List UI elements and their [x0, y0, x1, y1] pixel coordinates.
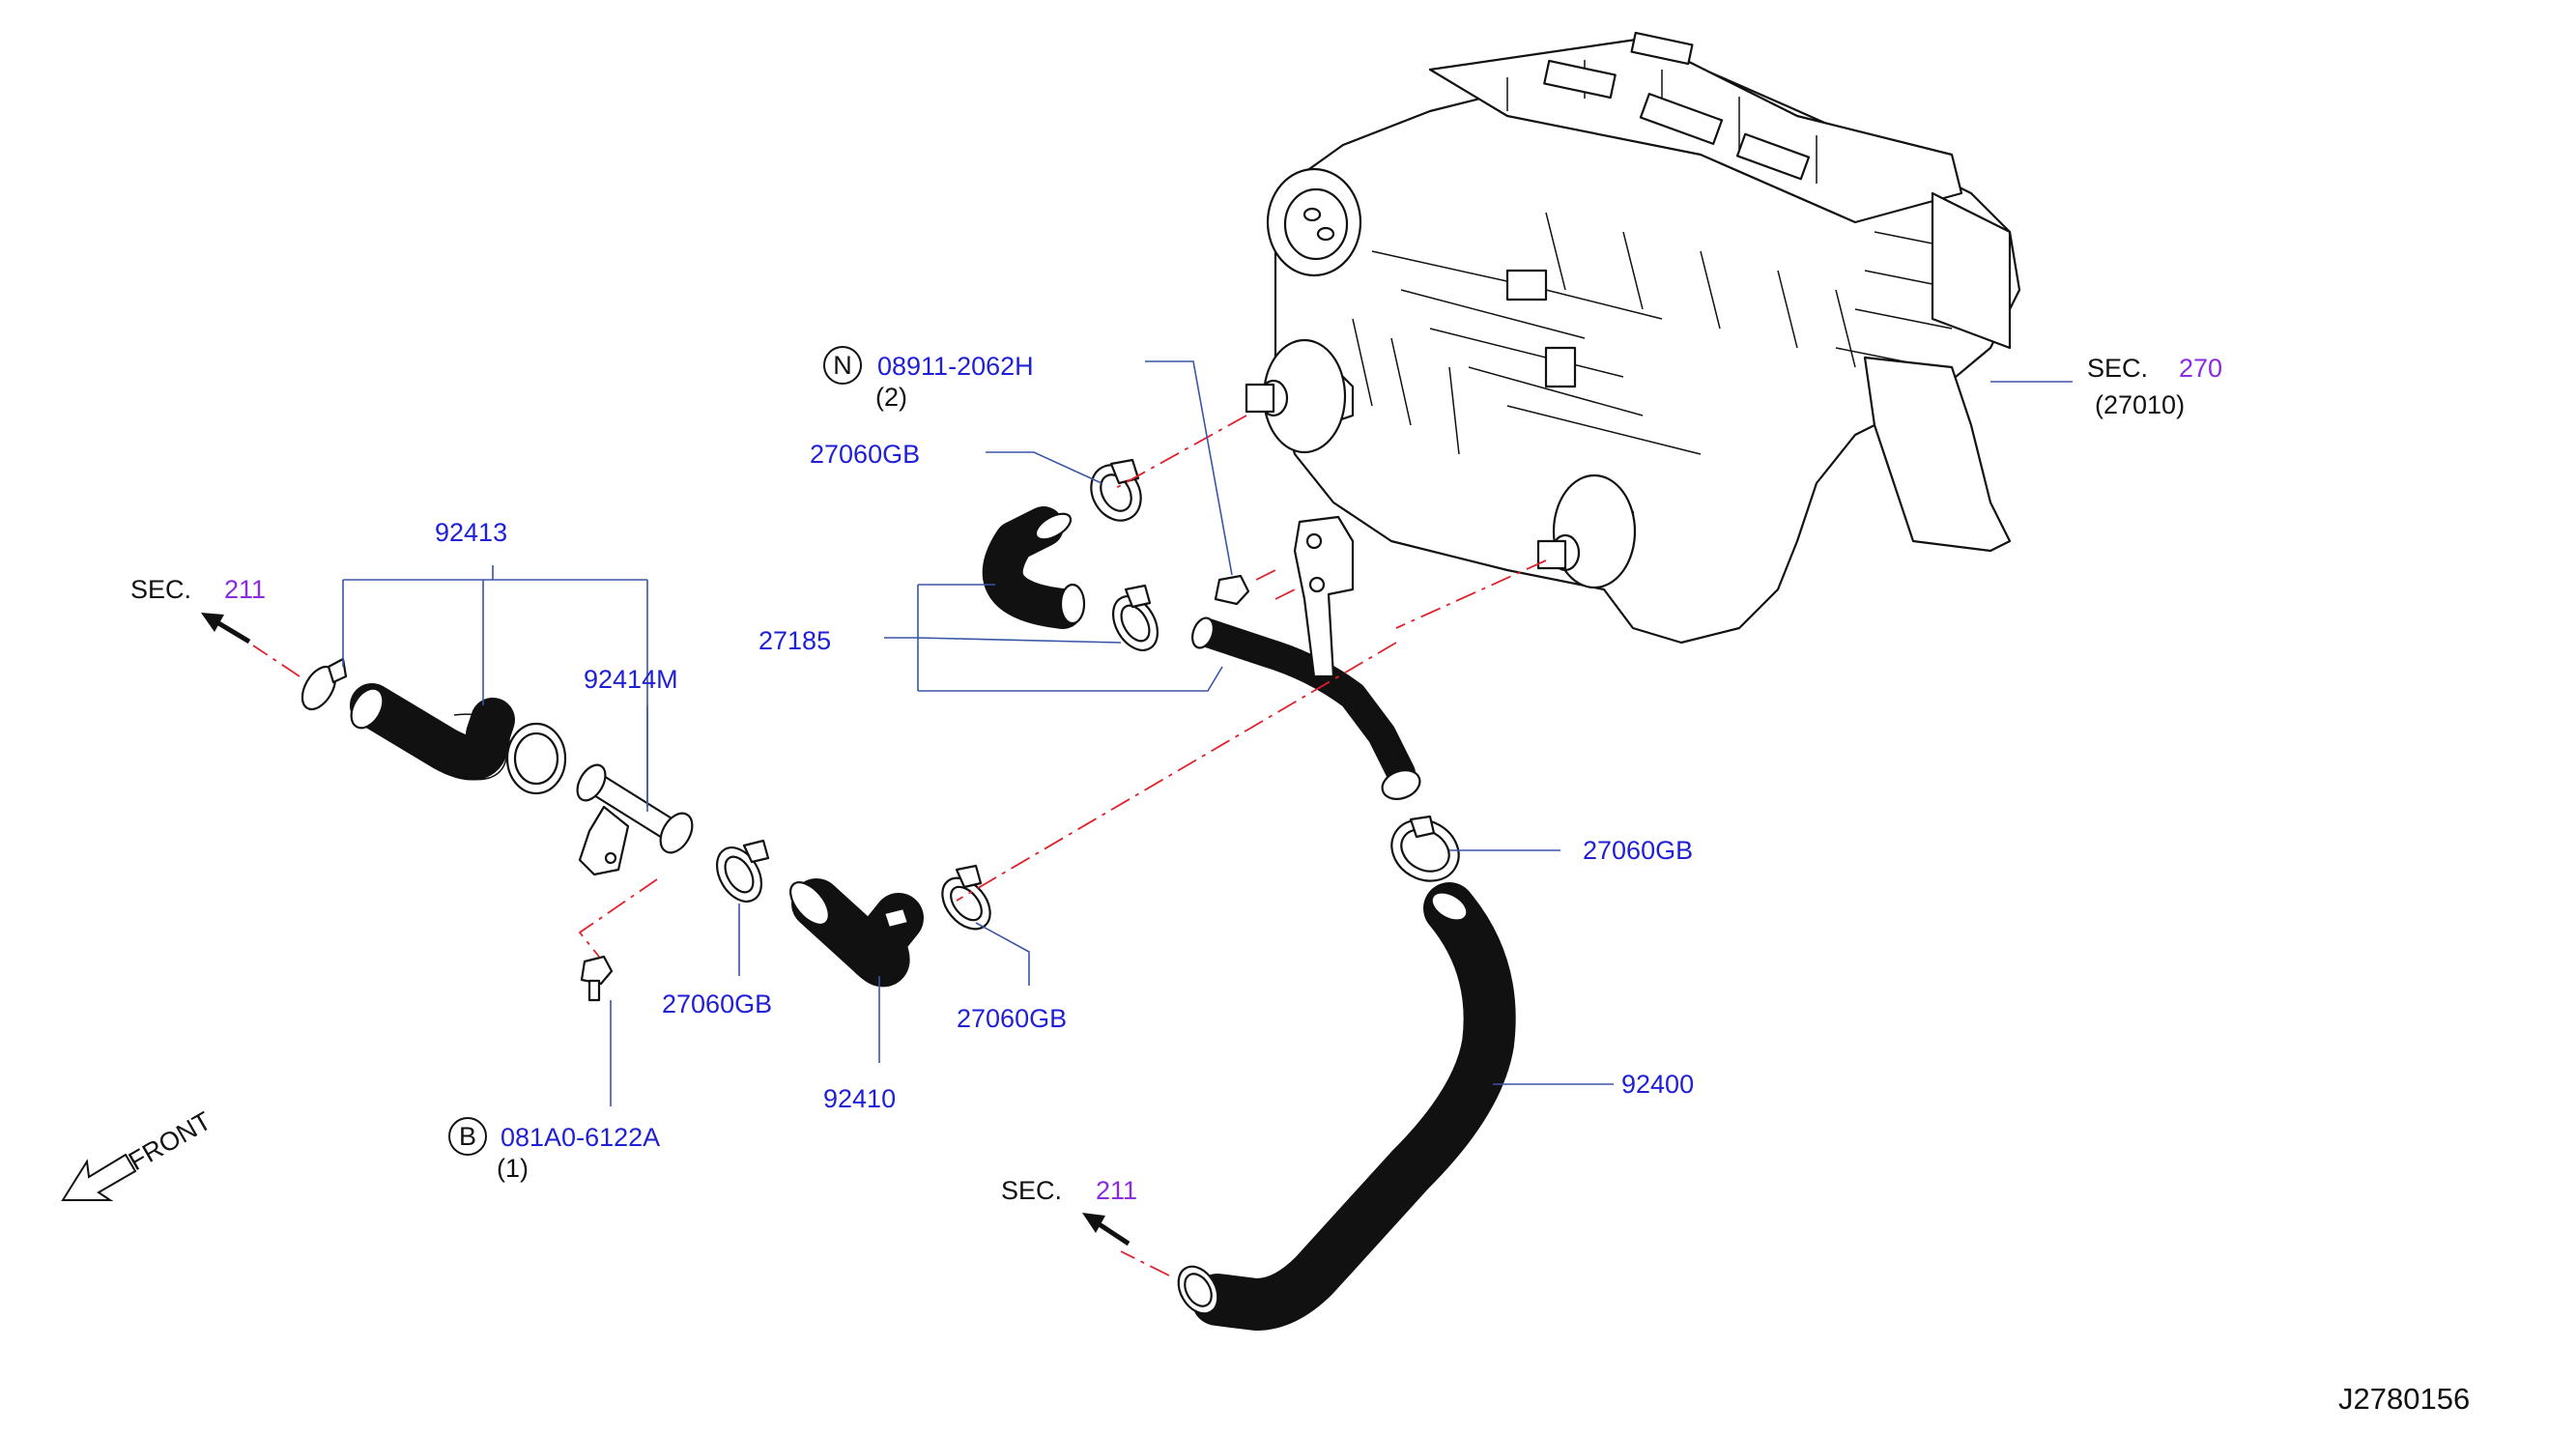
- sec-number-bottom[interactable]: 211: [1096, 1176, 1137, 1205]
- clamp-27060gb-right: [1390, 815, 1460, 882]
- hose-27185: [982, 506, 1086, 629]
- heater-unit-drawing: [1245, 31, 2021, 645]
- label-27060gb-mid[interactable]: 27060GB: [957, 1004, 1067, 1033]
- pipe-92414m: [576, 763, 694, 876]
- grommet-08911: [1214, 574, 1250, 606]
- sec-arrow-bottom: [1082, 1213, 1131, 1247]
- heater-pipe: [1191, 515, 1421, 800]
- label-92410[interactable]: 92410: [823, 1084, 896, 1113]
- clamp-27060gb-mid: [941, 864, 991, 931]
- clamp-27060gb-top: [1090, 458, 1142, 522]
- b-symbol: B: [459, 1122, 476, 1151]
- diagram-id: J2780156: [2338, 1382, 2470, 1416]
- sec-label-bottom: SEC.: [1001, 1176, 1062, 1205]
- sec-sub-right: (27010): [2095, 390, 2185, 419]
- n-symbol-circle: [823, 346, 862, 385]
- clamp-small-left: [301, 657, 348, 711]
- sec-number-right[interactable]: 270: [2179, 354, 2222, 383]
- hose-92400: [1177, 882, 1516, 1331]
- clamp-27185: [1111, 584, 1159, 651]
- centerlines: [252, 415, 1547, 1276]
- bolt-081a0: [580, 955, 614, 1002]
- sec-label-top-left: SEC.: [130, 575, 191, 604]
- label-qty-2: (2): [875, 383, 907, 412]
- label-27185[interactable]: 27185: [758, 626, 831, 655]
- sec-arrow-top-left: [201, 613, 251, 645]
- front-arrow-icon: [61, 1153, 137, 1201]
- sec-label-right: SEC.: [2087, 354, 2148, 383]
- label-27060gb-top[interactable]: 27060GB: [810, 440, 920, 469]
- clamp-27060gb-mid-left: [715, 839, 770, 903]
- hose-92410: [789, 878, 924, 987]
- label-27060gb-left[interactable]: 27060GB: [662, 989, 772, 1018]
- hose-92413: [350, 683, 567, 795]
- sec-number-top-left[interactable]: 211: [224, 575, 266, 604]
- n-symbol: N: [833, 351, 852, 380]
- leader-lines: [342, 360, 2073, 1106]
- front-label: FRONT: [124, 1106, 216, 1176]
- label-92414m[interactable]: 92414M: [584, 665, 678, 694]
- label-08911-2062h[interactable]: 08911-2062H: [877, 352, 1034, 381]
- label-081a0-6122a[interactable]: 081A0-6122A: [501, 1123, 660, 1152]
- label-92400[interactable]: 92400: [1621, 1070, 1694, 1099]
- label-qty-1: (1): [497, 1154, 529, 1183]
- b-symbol-circle: [448, 1117, 487, 1156]
- label-92413[interactable]: 92413: [435, 518, 507, 547]
- label-27060gb-right[interactable]: 27060GB: [1583, 836, 1693, 865]
